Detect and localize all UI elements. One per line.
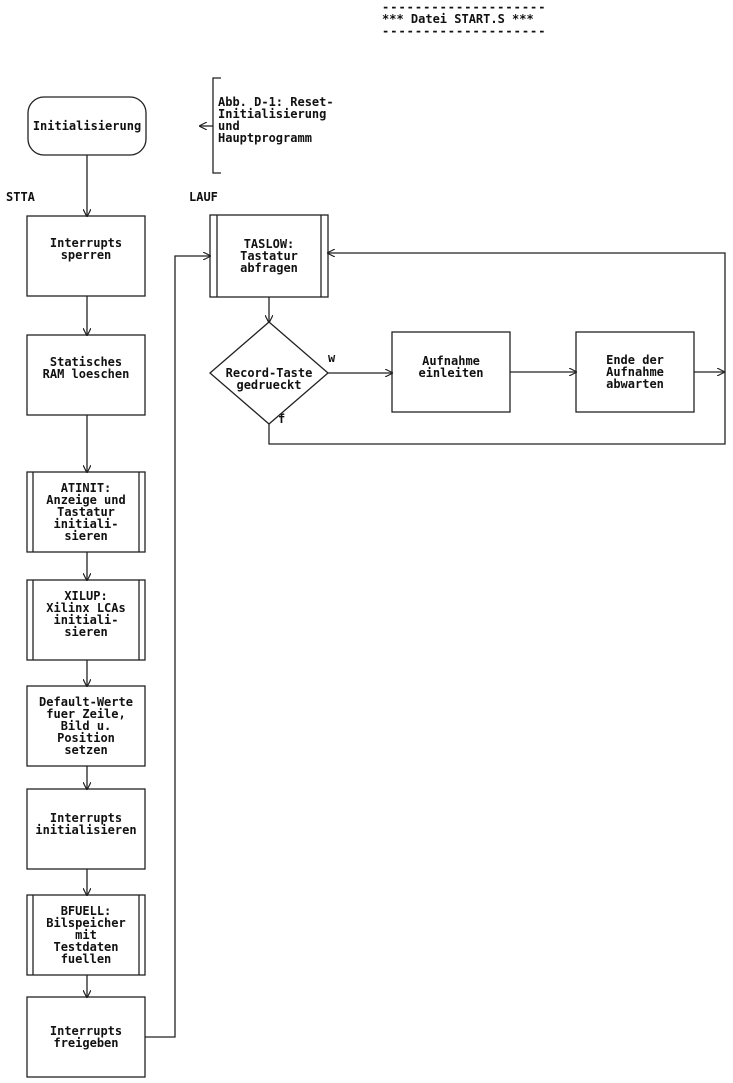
label-lauf: LAUF	[189, 190, 218, 204]
node-enable-interrupts: Interrupts freigeben	[49, 1024, 123, 1050]
figure-caption: Abb. D-1: Reset- Initialisierung und Hau…	[218, 95, 334, 145]
node-taslow: TASLOW: Tastatur abfragen	[240, 237, 298, 275]
node-disable-interrupts: Interrupts sperren	[49, 236, 123, 262]
header-rule-bottom: --------------------	[382, 24, 547, 38]
file-title: *** Datei START.S ***	[382, 12, 534, 26]
label-stta: STTA	[6, 190, 35, 204]
node-defaults: Default-Werte fuer Zeile, Bild u. Positi…	[39, 695, 133, 757]
node-init-interrupts: Interrupts initialisieren	[35, 811, 137, 837]
label-branch-false: f	[278, 412, 286, 426]
node-wait-recording: Ende der Aufnahme abwarten	[606, 353, 664, 391]
node-bfuell: BFUELL: Bilspeicher mit Testdaten fuelle…	[46, 904, 126, 966]
node-start: Initialisierung	[32, 119, 142, 133]
node-atinit: ATINIT: Anzeige und Tastatur initiali- s…	[46, 481, 126, 543]
node-xilup: XILUP: Xilinx LCAs initiali- sieren	[46, 589, 126, 639]
node-clear-ram: Statisches RAM loeschen	[42, 355, 130, 381]
node-decision: Record-Taste gedrueckt	[225, 366, 313, 392]
label-branch-true: w	[328, 351, 336, 365]
header-rule-top: --------------------	[382, 0, 547, 14]
node-start-recording: Aufnahme einleiten	[418, 354, 484, 380]
